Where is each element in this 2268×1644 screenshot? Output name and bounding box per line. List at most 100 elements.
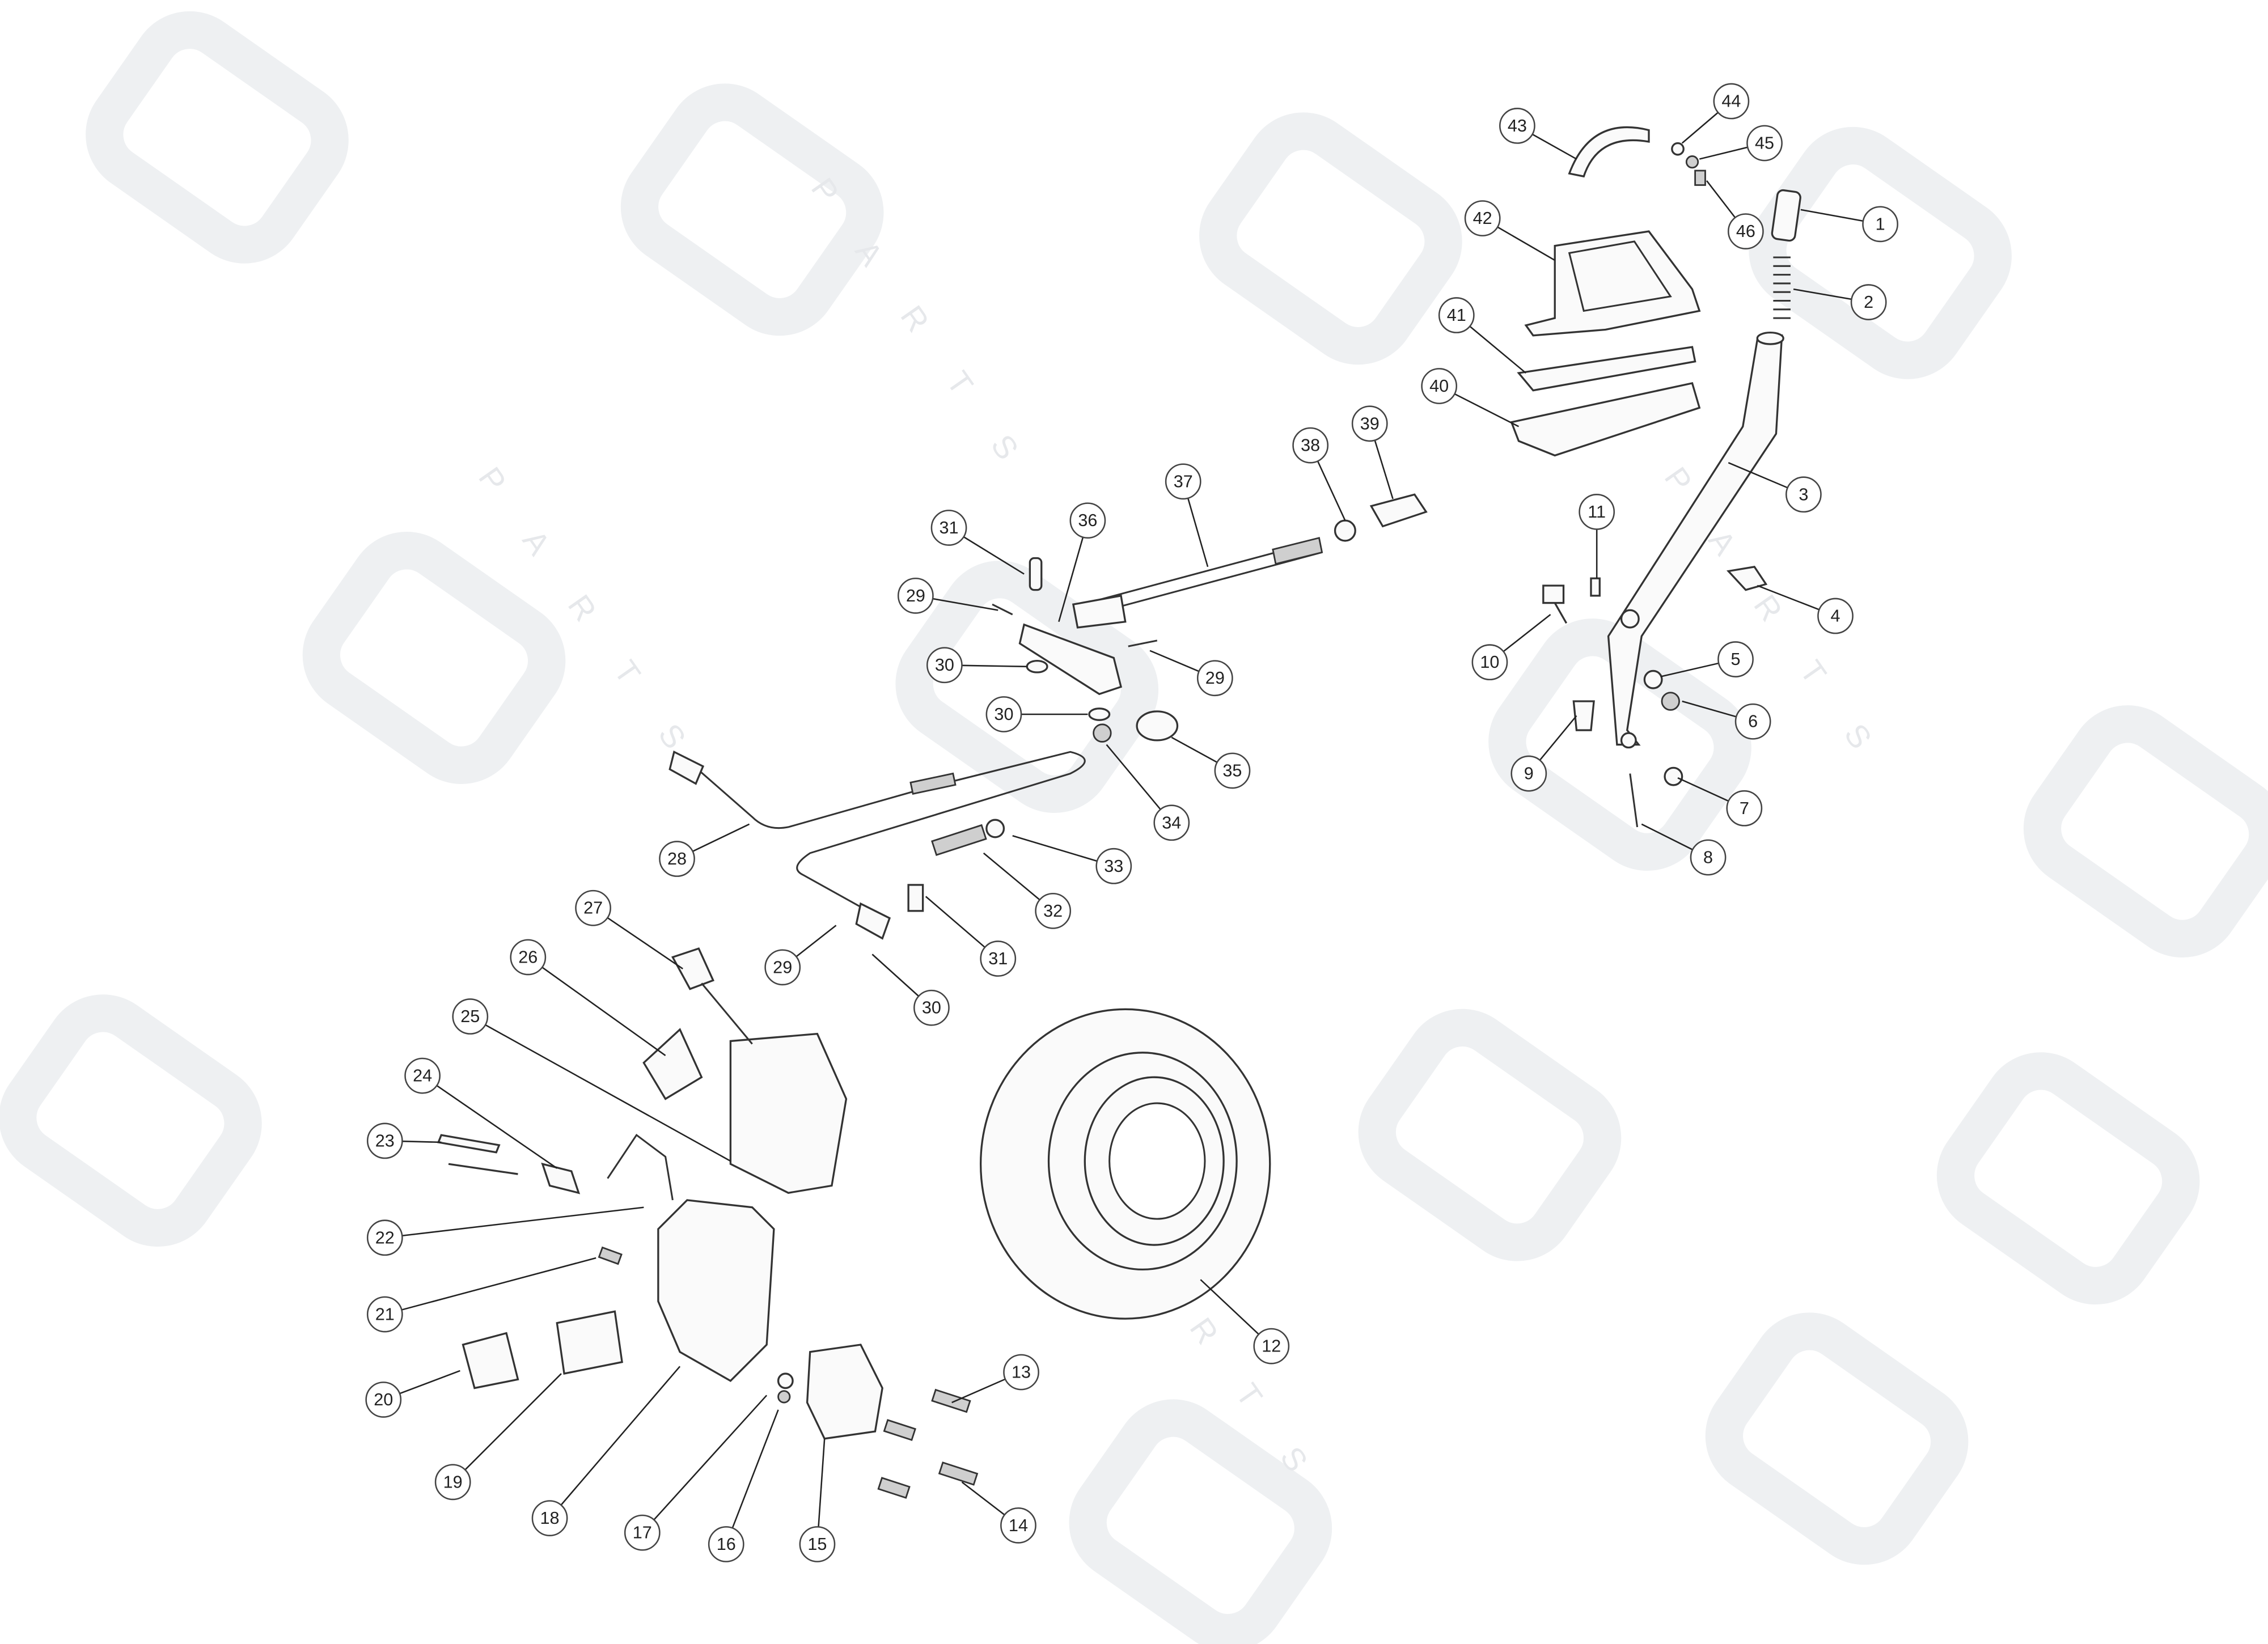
split-pin bbox=[992, 603, 1013, 616]
callout-44: 44 bbox=[1681, 83, 1750, 144]
leader-line bbox=[925, 896, 985, 948]
ratchet-43 bbox=[1568, 126, 1650, 178]
callout-circle bbox=[985, 696, 1022, 732]
callout-number: 40 bbox=[1429, 376, 1449, 396]
leader-line bbox=[402, 1140, 442, 1143]
callout-circle bbox=[930, 510, 967, 546]
leader-line bbox=[1728, 462, 1788, 489]
callout-15: 15 bbox=[799, 1438, 836, 1562]
callout-1: 1 bbox=[1800, 206, 1898, 243]
callout-number: 21 bbox=[375, 1304, 395, 1324]
leader-line bbox=[1149, 650, 1200, 672]
callout-circle bbox=[1165, 463, 1201, 500]
callout-number: 45 bbox=[1755, 134, 1774, 153]
callout-circle bbox=[913, 989, 950, 1026]
leader-line bbox=[402, 1206, 644, 1236]
nut-45 bbox=[1685, 155, 1699, 169]
callout-number: 41 bbox=[1447, 306, 1466, 325]
callout-circle bbox=[897, 577, 934, 614]
callout-circle bbox=[1292, 427, 1329, 464]
callout-circle bbox=[1351, 405, 1388, 442]
callout-22: 22 bbox=[366, 1206, 644, 1256]
callout-circle bbox=[659, 841, 695, 877]
callout-circle bbox=[434, 1464, 471, 1501]
leader-line bbox=[951, 1378, 1006, 1404]
callout-36: 36 bbox=[1058, 502, 1106, 622]
callout-circle bbox=[1785, 476, 1822, 513]
callout-circle bbox=[1421, 368, 1458, 404]
leader-line bbox=[1317, 460, 1346, 521]
callout-circle bbox=[1438, 297, 1475, 333]
callout-41: 41 bbox=[1438, 297, 1527, 374]
callout-20: 20 bbox=[365, 1370, 460, 1418]
callout-circle bbox=[1471, 644, 1508, 681]
callout-32: 32 bbox=[983, 852, 1072, 929]
washer bbox=[1088, 707, 1111, 721]
nut bbox=[1661, 692, 1680, 711]
callout-number: 20 bbox=[374, 1390, 393, 1409]
callout-number: 26 bbox=[518, 947, 538, 967]
callout-number: 10 bbox=[1480, 652, 1499, 672]
callout-9: 9 bbox=[1510, 715, 1577, 792]
housing-42 bbox=[1524, 230, 1701, 337]
leader-line bbox=[871, 954, 920, 997]
callout-43: 43 bbox=[1499, 108, 1577, 160]
callout-number: 29 bbox=[1205, 668, 1225, 688]
callout-circle bbox=[1214, 752, 1251, 789]
callout-number: 29 bbox=[773, 957, 792, 977]
callout-number: 31 bbox=[988, 949, 1008, 968]
callout-39: 39 bbox=[1351, 405, 1394, 499]
callout-circle bbox=[366, 1219, 403, 1256]
callout-circle bbox=[366, 1296, 403, 1333]
callout-number: 2 bbox=[1864, 293, 1873, 312]
leader-line bbox=[399, 1370, 460, 1395]
callout-31: 31 bbox=[925, 896, 1017, 977]
leader-line bbox=[1641, 823, 1693, 850]
callout-3: 3 bbox=[1728, 462, 1822, 513]
callout-number: 23 bbox=[375, 1131, 395, 1150]
callout-number: 37 bbox=[1174, 472, 1193, 491]
caliper-18 bbox=[657, 1199, 775, 1382]
switch-27 bbox=[671, 947, 715, 990]
spring bbox=[1773, 256, 1791, 319]
leader-line bbox=[1497, 226, 1555, 261]
cam-35 bbox=[1136, 710, 1179, 742]
brake-disc bbox=[979, 1008, 1271, 1320]
callout-35: 35 bbox=[1171, 736, 1251, 789]
plate-41 bbox=[1517, 346, 1696, 392]
callout-number: 42 bbox=[1473, 209, 1492, 228]
callout-37: 37 bbox=[1165, 463, 1209, 567]
leader-line bbox=[1171, 736, 1218, 763]
bolt-13 bbox=[931, 1388, 971, 1413]
caliper-25 bbox=[729, 1032, 848, 1194]
callout-17: 17 bbox=[624, 1395, 768, 1551]
callout-number: 19 bbox=[443, 1472, 463, 1492]
callout-circle bbox=[1817, 598, 1854, 634]
leader-line bbox=[1677, 777, 1729, 802]
callout-number: 44 bbox=[1721, 92, 1741, 111]
nut-33 bbox=[985, 819, 1005, 838]
callout-10: 10 bbox=[1471, 613, 1551, 681]
leader-line bbox=[1200, 1279, 1259, 1335]
pin-9 bbox=[1572, 700, 1595, 731]
callout-number: 30 bbox=[922, 998, 941, 1018]
leader-line bbox=[983, 852, 1040, 901]
callout-29: 29 bbox=[897, 577, 998, 614]
pin-23 bbox=[437, 1134, 518, 1175]
callout-circle bbox=[365, 1382, 402, 1418]
callout-number: 24 bbox=[413, 1066, 432, 1086]
caliper-15 bbox=[806, 1344, 883, 1440]
callout-number: 16 bbox=[717, 1535, 736, 1554]
callout-circle bbox=[764, 949, 801, 986]
parts bbox=[437, 126, 1801, 1499]
callout-42: 42 bbox=[1464, 200, 1555, 261]
callout-circle bbox=[404, 1057, 441, 1094]
leader-line bbox=[1681, 112, 1719, 144]
callout-number: 17 bbox=[633, 1523, 652, 1543]
bolt-46 bbox=[1694, 170, 1706, 186]
callout-12: 12 bbox=[1200, 1279, 1290, 1365]
leader-line bbox=[963, 536, 1025, 575]
callout-circle bbox=[1850, 284, 1887, 320]
callout-number: 7 bbox=[1740, 799, 1749, 818]
callout-circle bbox=[1746, 125, 1783, 162]
